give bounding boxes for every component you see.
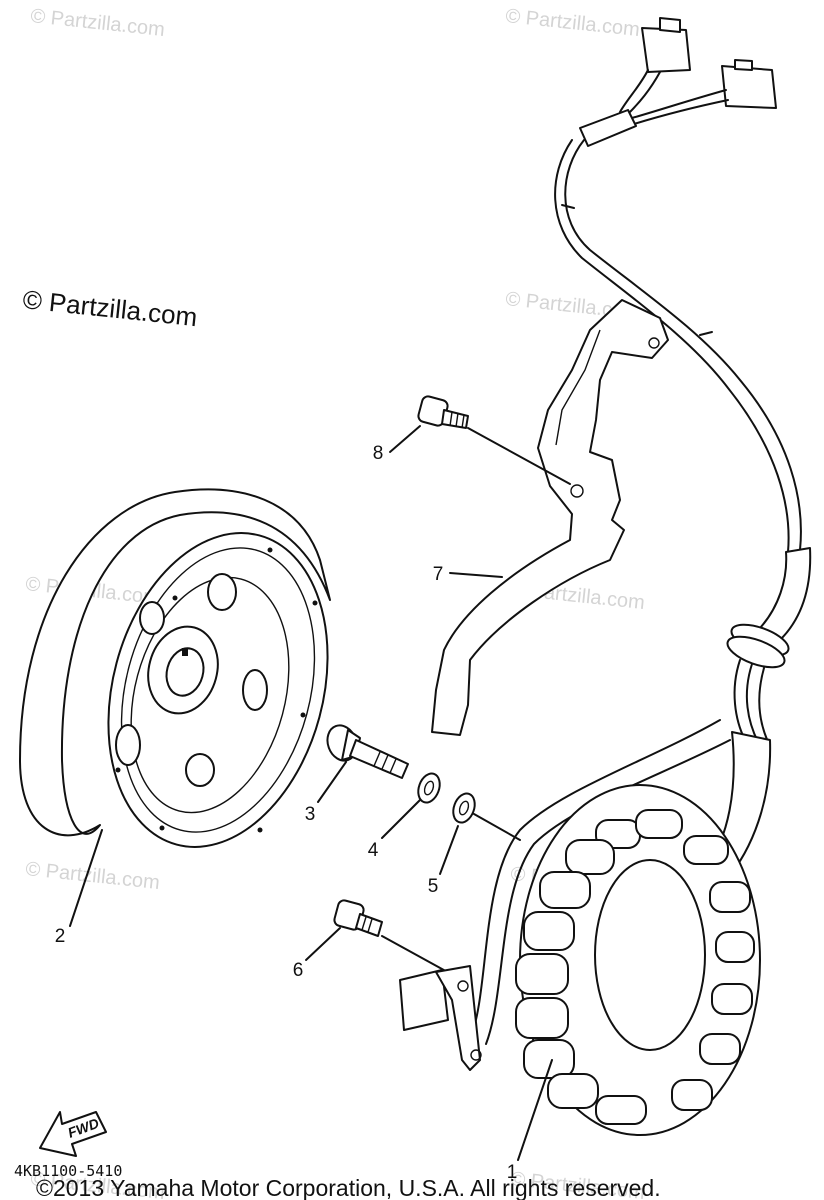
part-2-rotor xyxy=(19,488,331,848)
pickup-coil xyxy=(399,965,482,1071)
fwd-arrow: FWD xyxy=(39,1111,107,1157)
callout-6: 6 xyxy=(293,960,304,981)
part-1-stator xyxy=(515,784,761,1136)
callout-1: 1 xyxy=(507,1162,518,1183)
part-7-bracket xyxy=(431,299,669,736)
watermark-top-left: © Partzilla.com xyxy=(29,5,165,41)
part-5-washer xyxy=(452,792,521,841)
callout-8: 8 xyxy=(373,443,384,464)
callout-3: 3 xyxy=(305,804,316,825)
diagram-code: 4KB1100-5410 xyxy=(14,1162,122,1180)
part-3-bolt xyxy=(326,724,409,779)
callout-numbers: 8 7 2 3 4 5 6 1 xyxy=(55,443,518,1183)
callout-5: 5 xyxy=(428,876,439,897)
callout-7: 7 xyxy=(433,564,444,585)
callout-4: 4 xyxy=(368,840,379,861)
watermark-low-left: © Partzilla.com xyxy=(24,858,160,894)
copyright-notice: ©2013 Yamaha Motor Corporation, U.S.A. A… xyxy=(36,1175,661,1200)
part-4-washer xyxy=(417,772,441,804)
partzilla-watermark: © Partzilla.com xyxy=(21,284,198,332)
part-8-screw xyxy=(417,395,571,485)
callout-2: 2 xyxy=(55,926,66,947)
leader-lines xyxy=(69,425,553,1161)
part-6-screw xyxy=(333,899,463,981)
watermark-top-right: © Partzilla.com xyxy=(504,5,640,41)
